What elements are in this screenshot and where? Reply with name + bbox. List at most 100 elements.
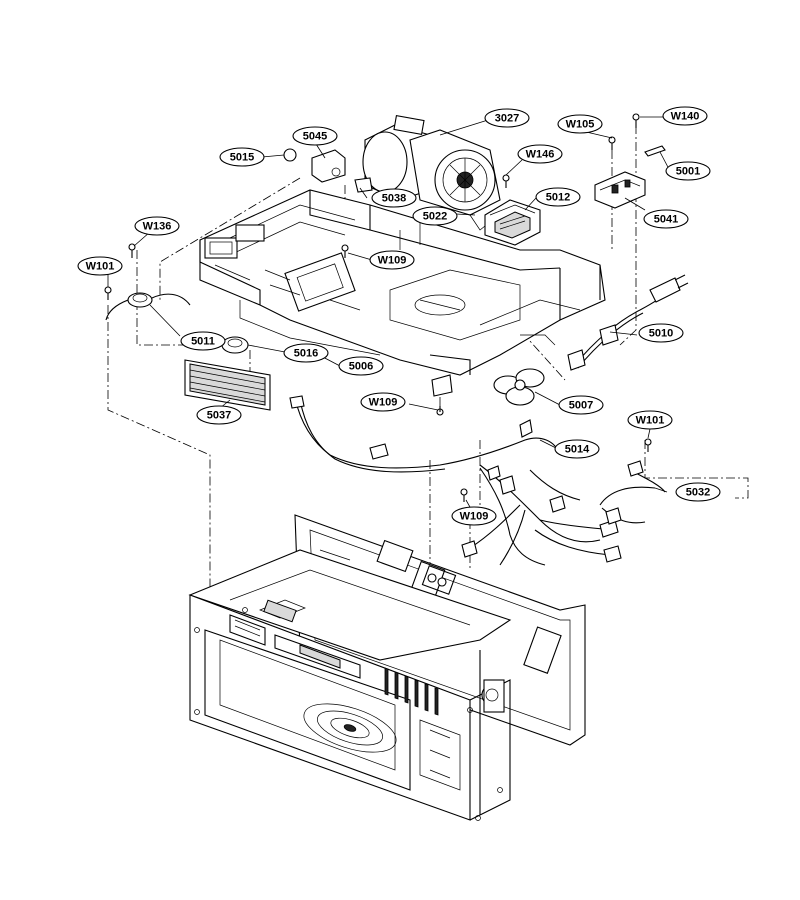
component-5012 <box>484 199 541 246</box>
callout-w140: W140 <box>662 106 708 126</box>
component-5011 <box>105 292 191 321</box>
callout-w109c: W109 <box>451 506 497 526</box>
wire-harness-5032 <box>599 460 666 525</box>
callout-oval <box>371 188 417 208</box>
callout-w136: W136 <box>134 216 180 236</box>
callout-label: 5012 <box>546 192 570 204</box>
screw-icon <box>341 244 349 258</box>
callout-oval <box>662 106 708 126</box>
callout-oval <box>180 331 226 351</box>
callout-oval <box>554 439 600 459</box>
callout-label: 5038 <box>382 193 406 205</box>
callout-w105: W105 <box>557 114 603 134</box>
blower-assembly-3027 <box>362 115 501 231</box>
callout-5007: 5007 <box>558 395 604 415</box>
screw-icon <box>436 406 444 416</box>
callout-oval <box>360 392 406 412</box>
callout-oval <box>292 126 338 146</box>
callout-label: 5001 <box>676 166 700 178</box>
callout-w101a: W101 <box>77 256 123 276</box>
callout-oval <box>675 482 721 502</box>
callout-oval <box>283 343 329 363</box>
leader-lines <box>107 116 671 517</box>
callout-label: 5010 <box>649 328 673 340</box>
callout-label: 5007 <box>569 400 593 412</box>
callout-label: 5041 <box>654 214 678 226</box>
component-5016 <box>221 336 249 354</box>
callout-5038: 5038 <box>371 188 417 208</box>
callout-oval <box>558 395 604 415</box>
power-cord-5010 <box>567 274 689 371</box>
callout-w109a: W109 <box>369 250 415 270</box>
callout-5012: 5012 <box>535 187 581 207</box>
callout-oval <box>196 405 242 425</box>
fan-5007 <box>431 368 545 406</box>
screw-icon <box>608 136 616 150</box>
callout-5001: 5001 <box>665 161 711 181</box>
screw-icon <box>460 488 468 502</box>
callout-oval <box>369 250 415 270</box>
callout-label: W101 <box>86 261 115 273</box>
screw-icon <box>632 113 640 128</box>
callout-oval <box>219 147 265 167</box>
callout-oval <box>557 114 603 134</box>
screw-icon <box>644 438 652 452</box>
callout-label: 5006 <box>349 361 373 373</box>
callout-3027: 3027 <box>484 108 530 128</box>
callout-oval <box>412 206 458 226</box>
callout-label: 3027 <box>495 113 519 125</box>
callout-oval <box>665 161 711 181</box>
callout-w146: W146 <box>517 144 563 164</box>
callout-5015: 5015 <box>219 147 265 167</box>
callout-oval <box>451 506 497 526</box>
callout-5006: 5006 <box>338 356 384 376</box>
callout-5037: 5037 <box>196 405 242 425</box>
oven-chassis <box>188 514 586 821</box>
screw-icon <box>502 174 510 188</box>
callout-label: W105 <box>566 119 595 131</box>
filter-5037 <box>184 359 271 411</box>
callout-oval <box>638 323 684 343</box>
callout-label: W109 <box>369 397 398 409</box>
component-5041 <box>594 145 666 209</box>
duct-housing-5006 <box>199 189 606 376</box>
callout-label: 5014 <box>565 444 590 456</box>
callout-5010: 5010 <box>638 323 684 343</box>
callout-label: 5015 <box>230 152 254 164</box>
callout-oval <box>643 209 689 229</box>
callout-label: W109 <box>460 511 489 523</box>
callout-5022: 5022 <box>412 206 458 226</box>
callout-5032: 5032 <box>675 482 721 502</box>
callout-label: 5045 <box>303 131 327 143</box>
screw-icon <box>128 243 136 258</box>
callout-oval <box>484 108 530 128</box>
callout-label: 5032 <box>686 487 710 499</box>
callout-w101b: W101 <box>627 410 673 430</box>
component-5045 <box>283 148 373 193</box>
callout-oval <box>77 256 123 276</box>
callout-oval <box>338 356 384 376</box>
callout-oval <box>535 187 581 207</box>
callout-5016: 5016 <box>283 343 329 363</box>
callout-5011: 5011 <box>180 331 226 351</box>
callout-label: 5016 <box>294 348 318 360</box>
callout-label: 5011 <box>191 336 215 348</box>
callout-label: W136 <box>143 221 172 233</box>
callout-label: W101 <box>636 415 665 427</box>
screw-icon <box>104 286 112 300</box>
callout-oval <box>627 410 673 430</box>
callout-label: W146 <box>526 149 555 161</box>
callout-label: 5037 <box>207 410 231 422</box>
callout-5014: 5014 <box>554 439 600 459</box>
callout-w109b: W109 <box>360 392 406 412</box>
callout-5041: 5041 <box>643 209 689 229</box>
callout-label: W140 <box>671 111 700 123</box>
callout-5045: 5045 <box>292 126 338 146</box>
callout-oval <box>134 216 180 236</box>
callout-label: W109 <box>378 255 407 267</box>
wire-harness-5014 <box>289 395 622 566</box>
callout-oval <box>517 144 563 164</box>
